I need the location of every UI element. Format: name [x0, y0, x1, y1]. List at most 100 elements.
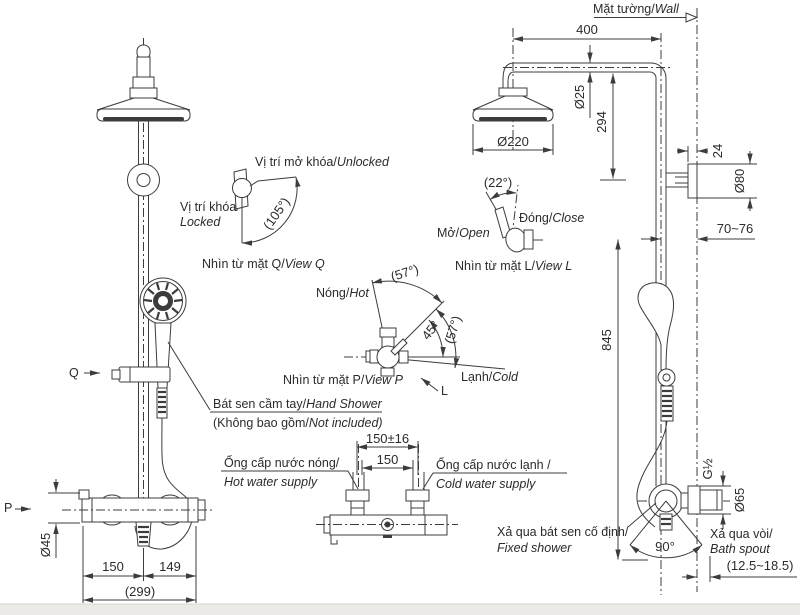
valve-left-cap: [365, 350, 371, 363]
spout-thread: [680, 492, 689, 509]
shower-arm-inner: [513, 71, 657, 486]
hot-label: Nóng/Hot: [316, 286, 369, 300]
dim-flange-depth: 24: [677, 144, 725, 162]
bath-spout-body: [699, 489, 723, 511]
spout-swing-ray: [629, 500, 667, 546]
dim-column-height: 845: [599, 239, 648, 561]
view-marker-q: Q: [69, 366, 79, 380]
valve-pointer-q: [249, 180, 259, 187]
hose-connector-ridges: [158, 390, 166, 414]
dim-spout-flange-dia: Ø65: [700, 471, 747, 529]
front-view-drawing: P Q Ø45 150 149 (299): [4, 38, 215, 603]
svg-text:Ø80: Ø80: [732, 169, 747, 194]
dim-valve-spans: 150 149 (299): [82, 526, 197, 603]
hot-inlet-nut: [345, 489, 370, 502]
dim-valve-body-dia: Ø45: [38, 479, 80, 558]
valve-top-port: [379, 327, 397, 338]
hand-shower-nozzle-slots: [143, 282, 183, 320]
head-face: [103, 117, 184, 121]
dim-arm-pipe-dia: Ø25: [572, 45, 593, 118]
valve-button: [78, 489, 90, 500]
hand-shower-label: Bát sen cầm tay/Hand Shower: [213, 397, 383, 411]
mixer-valve-front: [62, 489, 215, 547]
valve-body-q: [232, 178, 252, 198]
bath-spout-label: Xả qua vòi/: [710, 527, 773, 541]
cold-angle-arc: [435, 308, 460, 369]
dim-wall-clearance: 70~76: [641, 221, 755, 242]
svg-text:845: 845: [599, 329, 614, 351]
ring-bracket-hub: [136, 173, 151, 187]
fixed-shower-leader: [627, 502, 657, 528]
shower-hose-side: [636, 420, 668, 528]
cold-ray: [398, 358, 506, 370]
arm-elbow: [502, 62, 515, 88]
view-p-detail: (57°) 45° (57°) Nóng/Hot Lạnh/Cold Nhìn …: [283, 261, 519, 398]
valve-lever-p: [390, 338, 408, 356]
svg-text:400: 400: [576, 22, 598, 37]
hot-inlet-stem: [350, 500, 365, 509]
slide-bracket: [118, 366, 171, 383]
hot-angle-arc: [371, 278, 443, 304]
hand-shower-side: [636, 282, 676, 528]
hot-angle-value: (57°): [389, 261, 421, 284]
spout-swing-ray: [665, 500, 703, 546]
cold-supply-label-en: Cold water supply: [436, 477, 536, 491]
svg-text:Ø220: Ø220: [497, 134, 529, 149]
svg-text:150: 150: [102, 559, 124, 574]
dim-flange-dia: Ø80: [697, 151, 757, 211]
mix-angle-value: 45°: [418, 318, 442, 343]
hand-shower-leader: [167, 341, 211, 411]
view-marker-l: L: [441, 384, 448, 398]
svg-text:294: 294: [594, 111, 609, 133]
hot-supply-label-en: Hot water supply: [224, 475, 318, 489]
cold-angle-value: (57°): [441, 314, 464, 345]
spout-flange: [687, 485, 701, 515]
fixed-shower-label: Xả qua bát sen cố định/: [497, 525, 629, 539]
close-label: Đóng/Close: [519, 211, 584, 225]
center-callouts: Bát sen cầm tay/Hand Shower (Không bao g…: [167, 341, 567, 491]
bath-spout-label-en: Bath spout: [710, 542, 770, 556]
unlock-angle-arc: [241, 176, 301, 246]
open-angle-value: (22°): [484, 175, 512, 190]
diverter-side: [659, 513, 673, 531]
svg-text:Ø25: Ø25: [572, 85, 587, 110]
spout-swing-value: 90°: [655, 539, 675, 554]
svg-text:(12.5~18.5): (12.5~18.5): [727, 558, 794, 573]
side-view-drawing: Mặt tường/Wall Ø220 400: [472, 2, 797, 595]
dim-wall-offset: 400: [513, 22, 661, 42]
svg-text:70~76: 70~76: [717, 221, 754, 236]
cold-inlet-stem: [410, 500, 425, 509]
head-cone-side: [472, 95, 554, 111]
hand-shower-head-rim: [143, 281, 183, 321]
cold-supply-label: Ống cấp nước lạnh /: [436, 457, 551, 472]
dial-index: [383, 535, 392, 538]
mixer-valve-side: 90°: [629, 483, 730, 559]
view-l-detail: (22°) Mở/Open Đóng/Close Nhìn từ mặt L/V…: [437, 175, 584, 273]
svg-text:24: 24: [710, 144, 725, 158]
view-q-label: Nhìn từ mặt Q/View Q: [202, 257, 325, 271]
head-nut: [129, 87, 158, 99]
dim-spout-reach: (12.5~18.5): [682, 556, 797, 582]
rod-connector: [132, 76, 155, 89]
supply-span-value: 150: [377, 452, 399, 467]
svg-text:Ø45: Ø45: [38, 533, 53, 558]
wall-label: Mặt tường/Wall: [593, 2, 680, 16]
top-rod: [136, 56, 151, 78]
locked-label-vi: Vị trí khóa/: [180, 200, 240, 214]
view-p-label: Nhìn từ mặt P/View P: [283, 373, 404, 387]
open-angle-arc: [489, 189, 517, 200]
cold-label: Lạnh/Cold: [461, 370, 519, 384]
svg-text:149: 149: [159, 559, 181, 574]
wall-arrow: [685, 12, 699, 23]
hand-shower-profile: [637, 282, 674, 371]
view-q-detail: Vị trí mở khóa/Unlocked Vị trí khóa/ Loc…: [180, 155, 390, 271]
unlocked-label: Vị trí mở khóa/Unlocked: [255, 155, 390, 169]
shower-holder-ring: [657, 368, 676, 387]
svg-text:Ø65: Ø65: [732, 488, 747, 513]
thread-value: G½: [700, 458, 715, 479]
footer-strip: [0, 604, 800, 615]
view-l-label: Nhìn từ mặt L/View L: [455, 259, 572, 273]
head-cone: [96, 97, 191, 111]
